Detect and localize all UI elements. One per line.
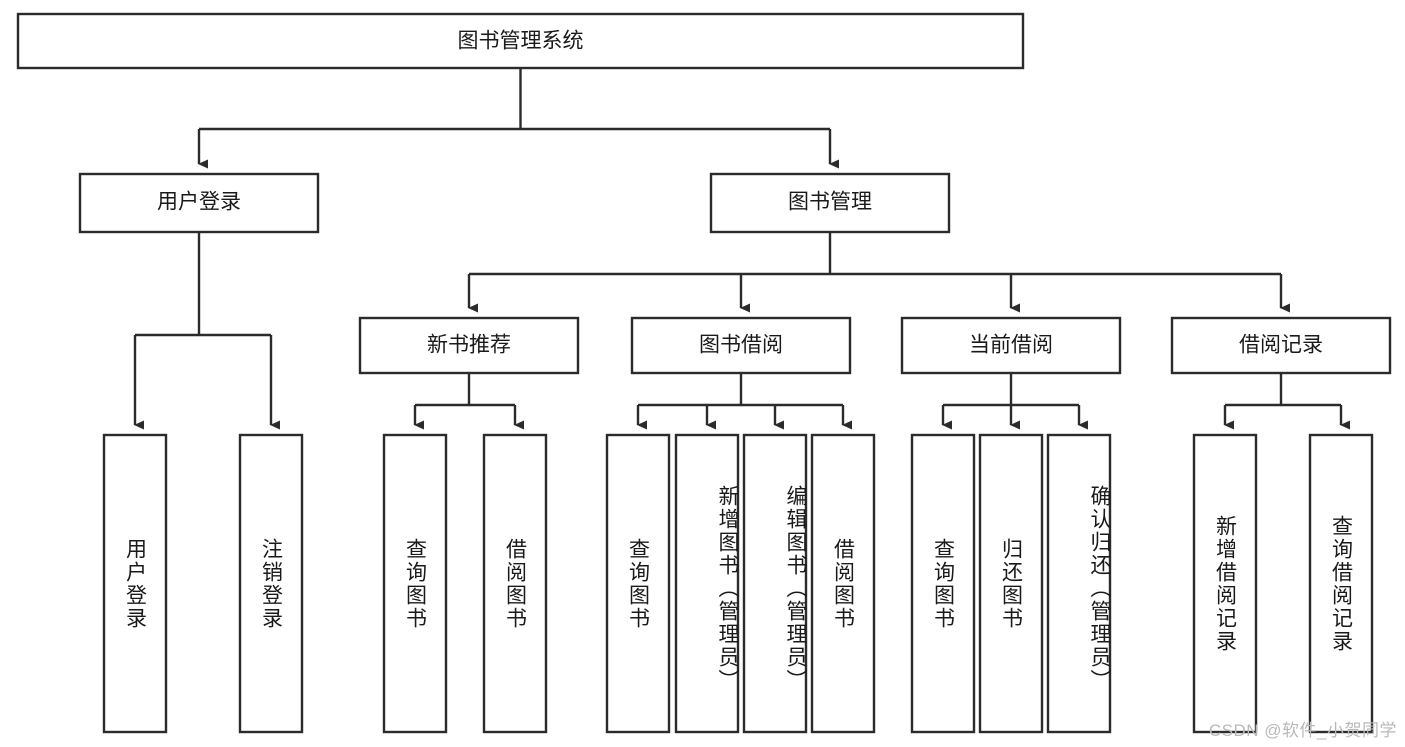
connector-group-root [197, 68, 839, 169]
node-root[interactable]: 图书管理系统 [16, 12, 1025, 70]
leaf-box-return-book[interactable] [978, 433, 1044, 734]
node-user-login-box[interactable] [78, 172, 320, 234]
connector-group-current-borrow [941, 373, 1088, 430]
node-book-manage[interactable]: 图书管理 [709, 172, 951, 234]
node-borrow-record-label: 借阅记录 [1239, 334, 1323, 357]
leaf-box-borrow-book-1[interactable] [482, 433, 548, 734]
watermark-text: CSDN @软件_小贺同学 [1208, 721, 1397, 740]
leaf-boxes [102, 433, 1374, 734]
connector-group-user-login [133, 232, 280, 430]
node-root-box[interactable] [16, 12, 1025, 70]
leaf-box-add-book[interactable] [674, 433, 740, 734]
leaf-box-borrow-book-2[interactable] [810, 433, 876, 734]
node-user-login[interactable]: 用户登录 [78, 172, 320, 234]
connector-group-new-book-recommend [413, 373, 524, 430]
leaf-box-query-book-1[interactable] [382, 433, 448, 734]
leaf-box-edit-book[interactable] [742, 433, 808, 734]
leaf-box-user-logout[interactable] [238, 433, 304, 734]
connector-group-book-manage [467, 232, 1290, 313]
connector-group-borrow-record [1223, 373, 1350, 430]
node-book-manage-box[interactable] [709, 172, 951, 234]
node-current-borrow[interactable]: 当前借阅 [900, 316, 1122, 375]
node-new-book-recommend-box[interactable] [358, 316, 580, 375]
node-book-manage-label: 图书管理 [788, 191, 872, 214]
node-user-login-label: 用户登录 [157, 191, 241, 214]
leaf-box-query-record[interactable] [1308, 433, 1374, 734]
node-root-label: 图书管理系统 [458, 30, 584, 53]
node-current-borrow-box[interactable] [900, 316, 1122, 375]
leaf-box-confirm-return[interactable] [1046, 433, 1112, 734]
node-book-borrow[interactable]: 图书借阅 [630, 316, 852, 375]
leaf-box-user-login[interactable] [102, 433, 168, 734]
node-borrow-record-box[interactable] [1170, 316, 1392, 375]
leaf-box-query-book-3[interactable] [910, 433, 976, 734]
leaf-box-query-book-2[interactable] [605, 433, 671, 734]
leaf-box-add-record[interactable] [1192, 433, 1258, 734]
node-borrow-record[interactable]: 借阅记录 [1170, 316, 1392, 375]
connector-group-book-borrow [636, 373, 852, 430]
node-new-book-recommend[interactable]: 新书推荐 [358, 316, 580, 375]
node-book-borrow-box[interactable] [630, 316, 852, 375]
node-new-book-recommend-label: 新书推荐 [427, 334, 511, 357]
node-current-borrow-label: 当前借阅 [969, 334, 1053, 357]
node-book-borrow-label: 图书借阅 [699, 334, 783, 357]
